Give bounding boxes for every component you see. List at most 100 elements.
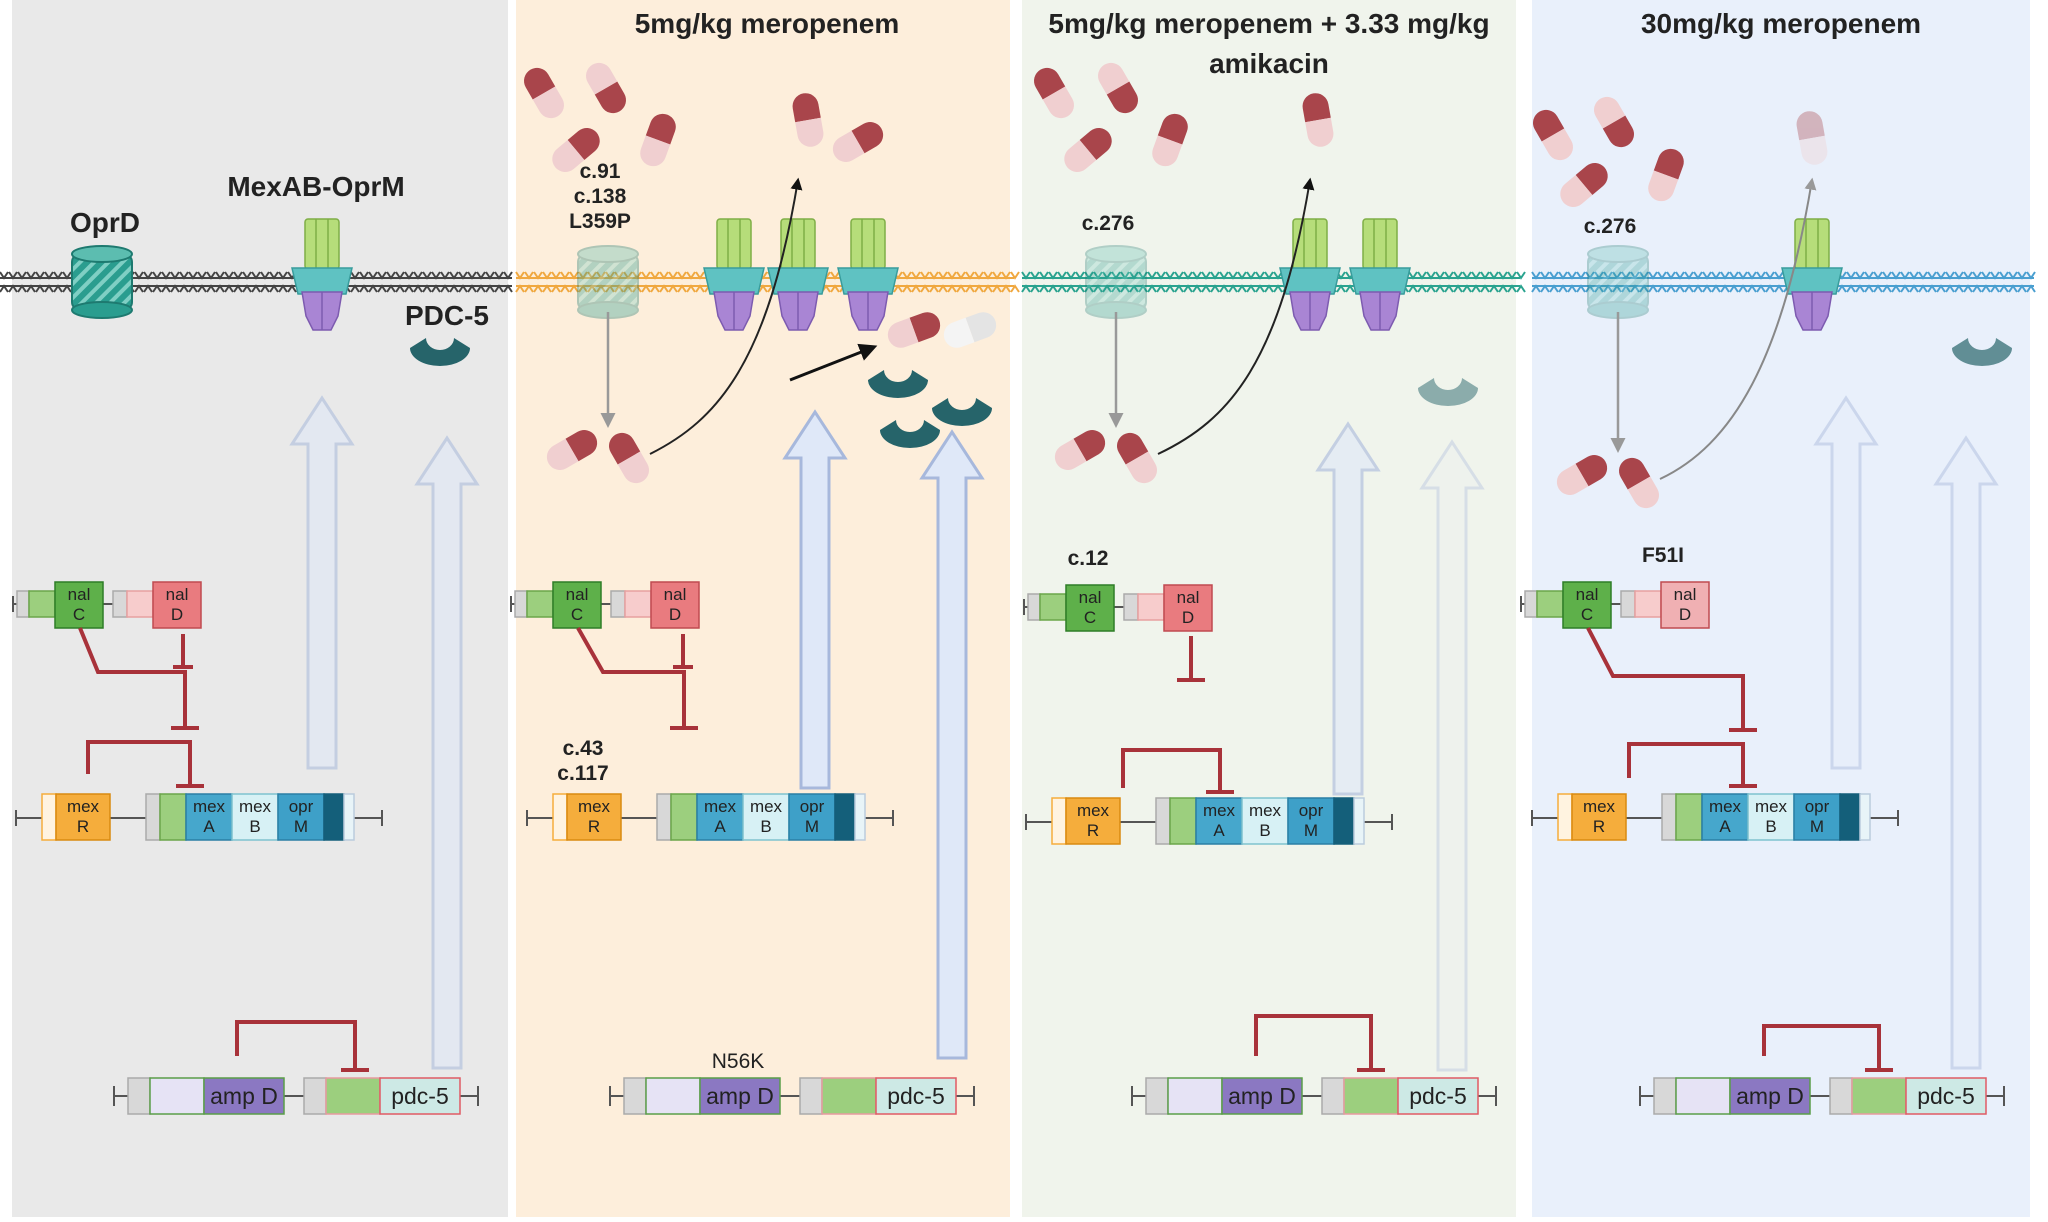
upregulation-arrow xyxy=(414,435,480,1070)
pdc-5-enzyme xyxy=(1418,378,1478,406)
meropenem-capsule xyxy=(943,312,997,348)
ampd-gene xyxy=(203,1077,285,1115)
upregulation-arrow xyxy=(1315,421,1381,796)
pdc-5-enzyme xyxy=(410,338,470,366)
mexb-gene xyxy=(1747,793,1795,841)
repression-line xyxy=(1254,1014,1373,1070)
pdc5-gene xyxy=(875,1077,957,1115)
repression-line xyxy=(1586,627,1745,730)
meropenem-capsule xyxy=(1302,93,1334,147)
repression-line xyxy=(1762,1024,1881,1070)
meropenem-capsule xyxy=(524,67,564,119)
mexab-label: MexAB-OprM xyxy=(227,171,404,202)
pdc5-label: pdc-5 xyxy=(887,1083,945,1109)
mexab-oprm-pump xyxy=(1279,218,1341,331)
nal-mutation: F51I xyxy=(1642,544,1684,567)
oprm-gene xyxy=(788,793,836,841)
mexr-gene xyxy=(1065,797,1121,845)
mexb-gene xyxy=(742,793,790,841)
repression-line xyxy=(235,1020,357,1070)
meropenem-capsule xyxy=(546,430,598,470)
ampd-gene xyxy=(1221,1077,1303,1115)
meropenem-capsule xyxy=(552,128,600,172)
meropenem-capsule xyxy=(1556,455,1608,495)
ampd-label: amp D xyxy=(1228,1083,1296,1109)
panel-title: 5mg/kg meropenem + 3.33 mg/kg xyxy=(1048,8,1489,39)
upregulation-arrow xyxy=(919,429,985,1060)
nalc-gene xyxy=(552,581,602,629)
pdc5-gene xyxy=(1397,1077,1479,1115)
upregulation-arrow xyxy=(289,395,355,770)
meropenem-capsule xyxy=(1648,148,1684,202)
meropenem-capsule xyxy=(1054,430,1106,470)
nald-gene xyxy=(1163,584,1213,632)
ampd-pdc5-operon: amp D pdc-5 xyxy=(113,1077,479,1115)
oprd-porin xyxy=(1587,245,1649,319)
oprd-porin xyxy=(71,245,133,319)
panel-title: 5mg/kg meropenem xyxy=(635,8,900,39)
oprd-porin xyxy=(577,245,639,319)
nal-mutation: c.12 xyxy=(1068,547,1109,570)
repression-line xyxy=(1627,742,1745,786)
mexab-oprm-pump xyxy=(1781,218,1843,331)
meropenem-capsule xyxy=(609,432,649,484)
mexab-oprm-pump xyxy=(703,218,765,331)
nalc-gene xyxy=(1065,584,1115,632)
meropenem-capsule xyxy=(832,122,884,162)
ampd-mutation: N56K xyxy=(712,1050,765,1073)
meropenem-capsule xyxy=(1064,128,1112,172)
repression-line xyxy=(1121,748,1222,792)
pdc5-label: pdc-5 xyxy=(391,1083,449,1109)
ampd-label: amp D xyxy=(210,1083,278,1109)
meropenem-capsule xyxy=(640,113,676,167)
mexb-gene xyxy=(1241,797,1289,845)
meropenem-capsule xyxy=(1098,62,1138,114)
panel-background xyxy=(1532,0,2030,1217)
meropenem-capsule xyxy=(1034,67,1074,119)
meropenem-capsule xyxy=(1533,109,1573,161)
mexa-gene xyxy=(185,793,233,841)
efflux-arrow xyxy=(649,177,803,455)
oprd-mutation: c.276 xyxy=(1584,215,1637,238)
mexa-gene xyxy=(1195,797,1243,845)
pdc5-label: pdc-5 xyxy=(1917,1083,1975,1109)
oprm-gene xyxy=(1287,797,1335,845)
mexr-gene xyxy=(566,793,622,841)
pdc5-gene xyxy=(1905,1077,1987,1115)
upregulation-arrow xyxy=(1933,435,1999,1070)
meropenem-capsule xyxy=(586,62,626,114)
pdc5-label: pdc-5 xyxy=(1409,1083,1467,1109)
panel-title: amikacin xyxy=(1209,48,1329,79)
mexa-gene xyxy=(696,793,744,841)
oprm-gene xyxy=(1793,793,1841,841)
meropenem-capsule xyxy=(792,93,824,147)
mexr-gene xyxy=(55,793,111,841)
mexr-gene xyxy=(1571,793,1627,841)
efflux-arrow xyxy=(1157,177,1315,455)
upregulation-arrow xyxy=(1813,395,1879,770)
meropenem-capsule xyxy=(1619,457,1659,509)
